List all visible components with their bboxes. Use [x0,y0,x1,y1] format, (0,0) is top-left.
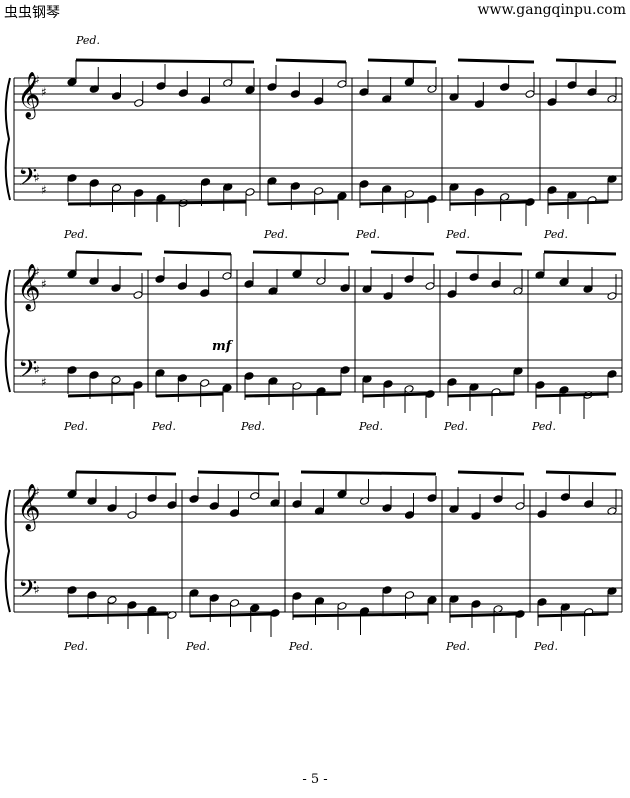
grand-staff-brace [4,489,11,613]
sharp-sign: ♯ [34,265,40,279]
pedal-mark: Ped. [445,228,470,241]
note-beam [67,392,135,398]
note-beam [455,250,523,256]
sharp-sign: ♯ [41,277,47,291]
sharp-sign: ♯ [34,485,40,499]
note-beam [267,200,339,206]
pedal-mark: Ped. [75,34,100,47]
note-beam [75,470,177,476]
treble-clef: 𝄞 [17,264,41,312]
grand-staff-brace [4,269,11,393]
pedal-mark: Ped. [533,640,558,653]
note-beam [367,58,437,64]
bass-clef: 𝄢 [18,163,37,198]
pedal-mark: Ped. [543,228,568,241]
note-beam [67,612,169,618]
note-beam [543,250,617,256]
note-beam [75,250,143,256]
pedal-mark: Ped. [288,640,313,653]
treble-clef: 𝄞 [17,484,41,532]
bass-clef: 𝄢 [18,355,37,390]
note-beam [252,250,350,256]
note-beam [370,250,435,256]
note-beam [535,392,609,398]
pedal-mark: Ped. [185,640,210,653]
sharp-sign: ♯ [41,85,47,99]
pedal-mark: Ped. [263,228,288,241]
note-beam [275,58,347,64]
note-beam [457,470,525,476]
note-beam [67,200,247,206]
pedal-mark: Ped. [63,228,88,241]
page-number: - 5 - [302,772,328,787]
site-url-header: www.gangqinpu.com [477,2,626,18]
pedal-mark: Ped. [355,228,380,241]
system-2: 𝄞𝄢♯♯♯♯Ped.Ped.Ped.Ped.Ped.Ped. [4,250,623,433]
site-name-header: 虫虫钢琴 [4,5,60,21]
sharp-sign: ♯ [41,375,47,389]
bass-clef: 𝄢 [18,575,37,610]
pedal-mark: Ped. [151,420,176,433]
sharp-sign: ♯ [34,583,40,597]
treble-clef: 𝄞 [17,72,41,120]
pedal-mark: Ped. [531,420,556,433]
note-beam [163,250,232,256]
system-3: 𝄞𝄢♯♯Ped.Ped.Ped.Ped.Ped. [4,470,623,653]
note-beam [447,392,515,398]
pedal-mark: Ped. [63,420,88,433]
note-beam [244,392,342,398]
grand-staff-brace [4,77,11,201]
note-beam [197,470,280,476]
note-beam [449,612,517,618]
note-beam [300,470,437,476]
note-beam [537,612,609,618]
note-beam [555,58,617,64]
pedal-mark: Ped. [443,420,468,433]
note-beam [457,58,535,64]
system-1: 𝄞𝄢♯♯♯♯Ped.Ped.Ped.Ped.Ped. [4,58,623,241]
dynamic-mf-mark: mf [212,339,234,354]
sharp-sign: ♯ [34,73,40,87]
note-beam [189,612,272,618]
staff-systems: 𝄞𝄢♯♯♯♯Ped.Ped.Ped.Ped.Ped.𝄞𝄢♯♯♯♯Ped.Ped.… [4,34,623,653]
note-beam [449,200,527,206]
note-beam [547,200,609,206]
sharp-sign: ♯ [41,183,47,197]
pedal-mark: Ped. [445,640,470,653]
note-beam [545,470,617,476]
pedal-mark: Ped. [358,420,383,433]
note-beam [362,392,427,398]
note-beam [359,200,429,206]
note-beam [292,612,429,618]
sharp-sign: ♯ [34,363,40,377]
pedal-mark: Ped. [63,640,88,653]
pedal-mark: Ped. [240,420,265,433]
sharp-sign: ♯ [34,171,40,185]
note-beam [75,58,255,64]
note-beam [155,392,224,398]
